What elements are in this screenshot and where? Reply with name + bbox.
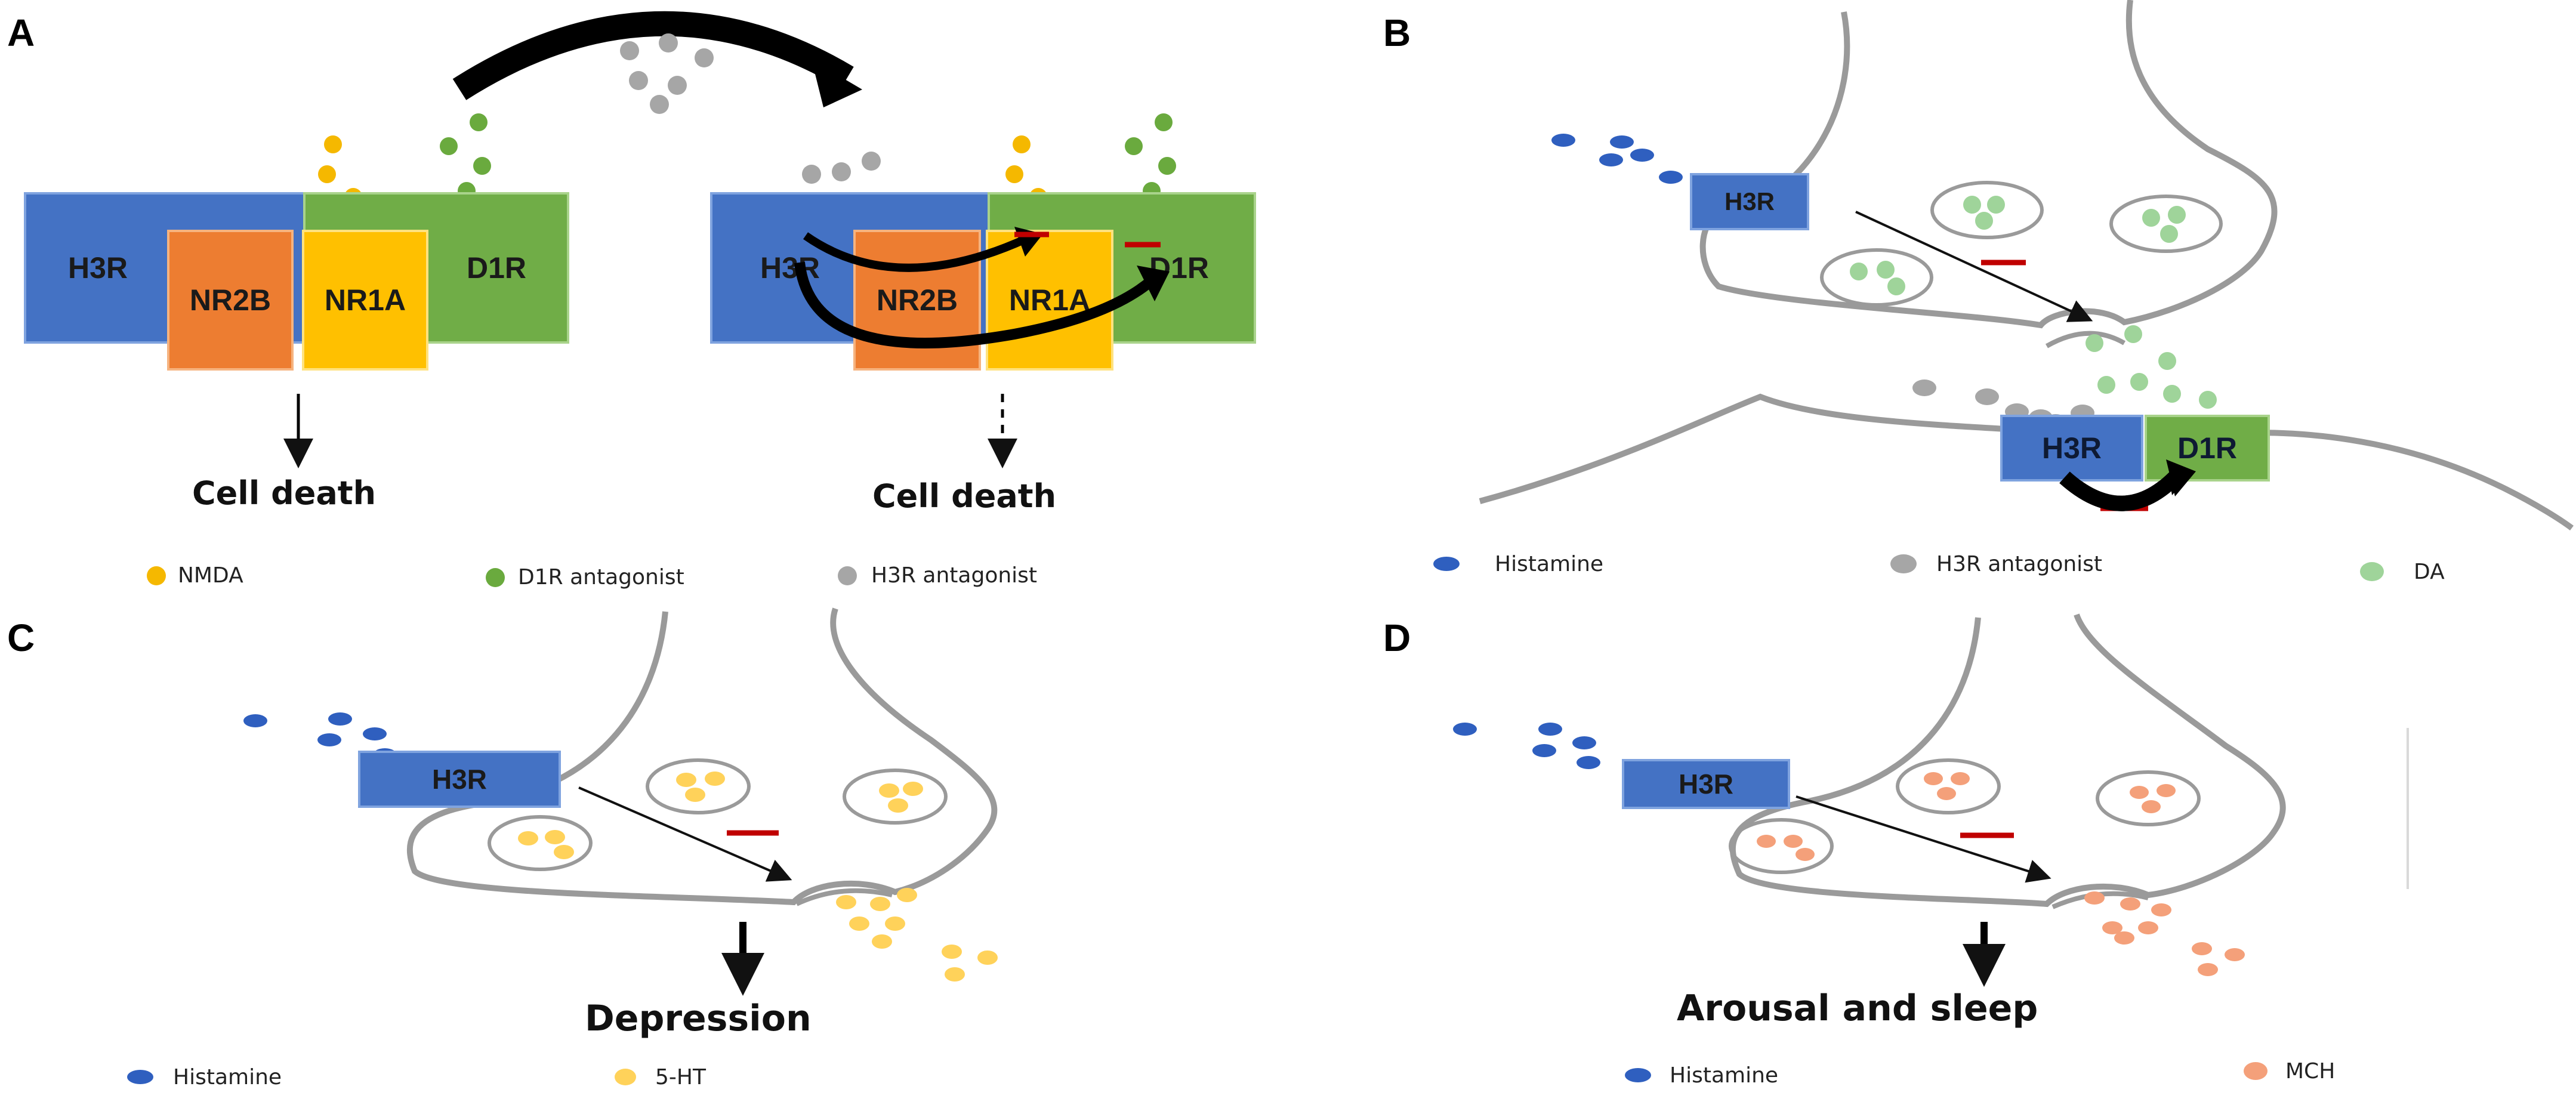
panel-b-graphics: [1433, 0, 2574, 581]
legend-dot-histamine-d: [1625, 1068, 1651, 1082]
legend-dot-h3r-antagonist: [838, 566, 857, 585]
panel-d-graphics: [1453, 613, 2409, 1082]
legend-histamine-d: Histamine: [1670, 1063, 1779, 1088]
a-left-nr2b-box: NR2B: [167, 230, 294, 371]
transfer-arrow-head: [812, 60, 862, 107]
a-right-d1r-label: D1R: [1149, 251, 1209, 285]
a-right-nr2b-box: NR2B: [853, 230, 981, 371]
transfer-arrow: [452, 11, 854, 100]
vesicles-b: [1820, 181, 2223, 307]
d-h3r-label: H3R: [1678, 769, 1734, 800]
a-left-nr2b-label: NR2B: [189, 283, 272, 317]
legend-5ht: 5-HT: [655, 1065, 706, 1090]
d-h3r-box: H3R: [1622, 759, 1790, 809]
a-left-nr1a-box: NR1A: [302, 230, 428, 371]
c-h3r-box: H3R: [358, 751, 561, 808]
presynaptic-membrane-d: [1729, 613, 2286, 908]
c-outcome: Depression: [585, 998, 812, 1039]
vesicles-c: [488, 758, 948, 871]
a-outcome-right: Cell death: [872, 477, 1057, 515]
legend-dot-h3r-antagonist-b: [1890, 554, 1917, 573]
postsynaptic-membrane: [1479, 393, 2574, 531]
legend-dot-mch: [2244, 1062, 2268, 1080]
b-presynaptic-h3r-box: H3R: [1690, 173, 1809, 230]
legend-nmda: NMDA: [178, 563, 243, 588]
legend-h3r-antagonist-b: H3R antagonist: [1936, 552, 2103, 576]
serotonin-released: [836, 888, 998, 982]
legend-dot-da: [2360, 562, 2384, 581]
b-presynaptic-h3r-label: H3R: [1724, 187, 1775, 215]
legend-histamine-c: Histamine: [173, 1065, 282, 1090]
legend-h3r-antagonist: H3R antagonist: [871, 563, 1038, 588]
a-left-d1r-label: D1R: [466, 251, 526, 285]
legend-dot-histamine-c: [127, 1070, 153, 1084]
a-left-nr1a-label: NR1A: [324, 283, 406, 317]
h3r-to-release-arrow-c: [578, 786, 792, 882]
legend-histamine-b: Histamine: [1495, 552, 1604, 576]
legend-dot-histamine-b: [1433, 557, 1460, 571]
da-released: [2086, 325, 2217, 409]
h3r-to-release-arrow-d: [1796, 795, 2051, 883]
legend-dot-5ht: [615, 1069, 636, 1085]
d-outcome: Arousal and sleep: [1677, 987, 2038, 1029]
panel-c-graphics: [127, 607, 998, 1085]
legend-mch: MCH: [2285, 1059, 2336, 1084]
mch-in-vesicles: [1757, 772, 2176, 861]
presynaptic-membrane: [1699, 0, 2278, 329]
legend-d1r-antagonist: D1R antagonist: [518, 565, 684, 590]
b-complex-d1r-label: D1R: [2177, 431, 2238, 465]
a-right-nr2b-label: NR2B: [876, 283, 958, 317]
panel-letter-a: A: [7, 11, 35, 54]
b-complex-h3r-box: H3R: [2000, 415, 2143, 482]
b-complex-d1r-box: D1R: [2145, 415, 2270, 482]
panel-letter-d: D: [1383, 616, 1411, 659]
a-right-nr1a-label: NR1A: [1008, 283, 1091, 317]
h3r-antagonist-cluster: [620, 33, 714, 114]
c-h3r-label: H3R: [431, 764, 488, 795]
histamine-b: [1551, 134, 1683, 184]
release-cleft-c: [795, 888, 893, 906]
a-left-h3r-label: H3R: [68, 251, 128, 285]
a-outcome-left: Cell death: [192, 474, 377, 512]
histamine-d: [1453, 723, 1600, 769]
panel-letter-b: B: [1383, 11, 1411, 54]
a-right-h3r-label: H3R: [760, 251, 820, 285]
release-cleft: [2046, 331, 2126, 348]
h3r-to-release-arrow: [1855, 211, 2093, 322]
panel-letter-c: C: [7, 616, 35, 659]
vesicles-d: [1729, 758, 2201, 874]
mch-released: [2084, 891, 2245, 976]
legend-da: DA: [2414, 560, 2445, 584]
legend-dot-d1r-antagonist: [486, 568, 505, 587]
serotonin-in-vesicles: [518, 771, 923, 859]
b-complex-h3r-label: H3R: [2041, 431, 2102, 465]
da-in-vesicles: [1850, 196, 2186, 295]
a-right-nr1a-box: NR1A: [986, 230, 1113, 371]
legend-dot-nmda: [147, 566, 166, 585]
